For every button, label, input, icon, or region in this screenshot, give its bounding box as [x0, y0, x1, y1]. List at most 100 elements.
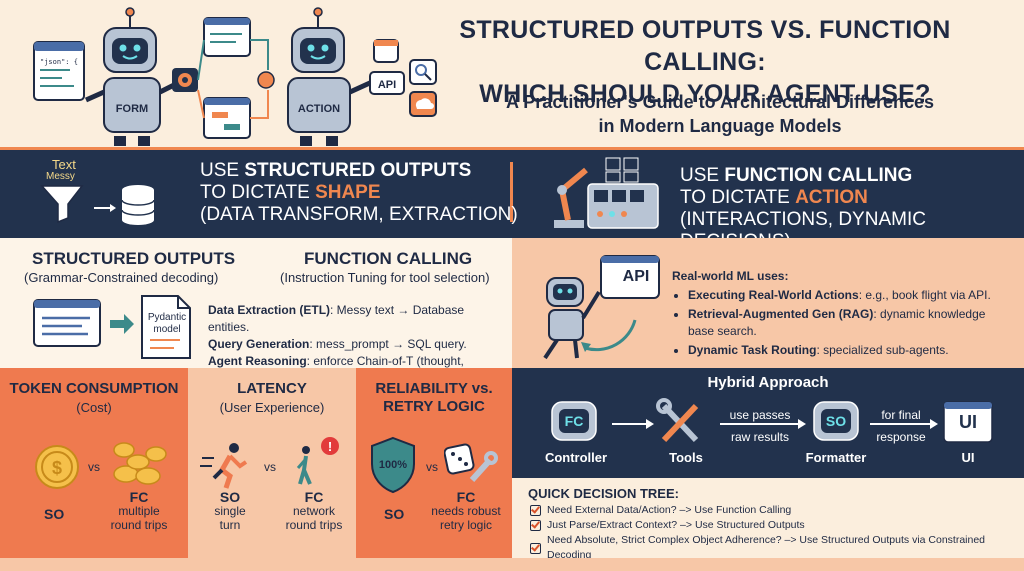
token-title: TOKEN CONSUMPTION [9, 380, 179, 397]
latency-subtitle: (User Experience) [219, 400, 325, 415]
header [0, 0, 1024, 150]
controller-label: Controller [544, 450, 608, 465]
decision-tree-rows: Need External Data/Action? –> Use Functi… [530, 503, 1020, 563]
reliability-fc-label: FC needs robust retry logic [431, 489, 501, 532]
decision-tree-title: QUICK DECISION TREE: [528, 486, 679, 501]
flow-window-top-icon [203, 17, 251, 57]
code-window-icon [33, 41, 85, 101]
fc-section [512, 238, 1024, 368]
checkbox-icon [530, 542, 541, 554]
so-items-list: Data Extraction (ETL): Messy text → Data… [208, 302, 508, 387]
pydantic-label-1: Pydantic [147, 312, 187, 323]
band-left-bold1: STRUCTURED OUTPUTS [244, 160, 472, 181]
subtitle-line-2: in Modern Language Models [598, 116, 842, 136]
band-divider [510, 162, 513, 222]
so-item-1: Data Extraction (ETL): Messy text → Data… [208, 303, 465, 334]
ui-icon-text: UI [959, 412, 977, 432]
band-right-accent: ACTION [795, 187, 868, 208]
band-right-pre1: USE [680, 165, 725, 186]
reliability-vs: vs [426, 460, 438, 474]
funnel-to-database-icon [40, 185, 155, 225]
decision-tree-panel [512, 478, 1024, 558]
gear-icon [257, 71, 275, 89]
fc-uses-list: Executing Real-World Actions: e.g., book… [672, 287, 1012, 359]
band-left-text: USE STRUCTURED OUTPUTS TO DICTATE SHAPE … [200, 160, 518, 226]
subtitle-line-1: A Practitioner's Guide to Architectural … [505, 92, 935, 112]
robot-form-label: FORM [116, 103, 148, 115]
latency-so-label: SO single turn [214, 489, 246, 532]
svg-text:!: ! [328, 439, 332, 454]
reliability-title-1: RELIABILITY vs. [375, 380, 493, 397]
robot-action-icon [287, 7, 374, 146]
funnel-messy-label: Messy [46, 171, 75, 182]
footer-strip [0, 558, 1024, 571]
band-top-stripe [0, 147, 1024, 150]
search-icon [409, 59, 437, 85]
walker-alert-icon: ! [296, 437, 339, 485]
coin-icon: $ [35, 445, 79, 489]
page-subtitle: A Practitioner's Guide to Architectural … [460, 90, 980, 138]
band-left-pre1: USE [200, 160, 245, 181]
robot-arm-panel-icon [554, 157, 659, 229]
page-title: STRUCTURED OUTPUTS VS. FUNCTION CALLING:… [395, 14, 1015, 110]
robot-api-icon [543, 255, 660, 360]
json-snippet: "json": { [40, 58, 78, 66]
decision-row-1: Need External Data/Action? –> Use Functi… [530, 503, 1020, 518]
token-subtitle: (Cost) [76, 400, 112, 415]
so-item-2: Query Generation: mess_prompt → SQL quer… [208, 337, 467, 351]
reliability-title-2: RETRY LOGIC [383, 398, 485, 415]
ui-window-icon [943, 401, 993, 443]
pydantic-label: Pydantic model [142, 312, 192, 336]
latency-title: LATENCY [237, 380, 307, 397]
formatter-label: Formatter [805, 450, 867, 465]
code-to-pydantic-icon [33, 295, 191, 359]
token-vs: vs [88, 460, 100, 474]
robot-api-label: API [622, 268, 650, 285]
band-left-line3: (DATA TRANSFORM, EXTRACTION) [200, 204, 518, 225]
shield-text: 100% [378, 459, 408, 471]
so-title: STRUCTURED OUTPUTS [32, 249, 236, 268]
fc-uses-title: Real-world ML uses: [672, 269, 789, 283]
pydantic-label-2: model [153, 324, 181, 335]
api-label: API [378, 79, 396, 91]
svg-text:$: $ [52, 458, 62, 478]
controller-icon-text: FC [564, 413, 584, 429]
reliability-so-label: SO [384, 506, 405, 522]
ui-label: UI [961, 450, 975, 465]
coins-pile-icon [113, 442, 167, 485]
edge1-label: use passes raw results [729, 408, 791, 444]
band-right-bold1: FUNCTION CALLING [724, 165, 913, 186]
gear-icon [172, 68, 198, 92]
fc-subtitle: (Instruction Tuning for tool selection) [280, 270, 490, 285]
so-subtitle: (Grammar-Constrained decoding) [24, 270, 219, 285]
band-left-accent: SHAPE [315, 182, 381, 203]
tools-icon [656, 398, 699, 443]
band-right-pre2: TO DICTATE [680, 187, 796, 208]
robot-action-label: ACTION [298, 103, 340, 115]
runner-icon [200, 443, 248, 489]
calendar-icon [373, 39, 399, 63]
edge2-label: for final response [876, 408, 926, 444]
formatter-icon-text: SO [825, 413, 847, 429]
band-left-pre2: TO DICTATE [200, 182, 316, 203]
fc-uses: Real-world ML uses: Executing Real-World… [672, 268, 1012, 361]
formatter-icon [813, 401, 859, 441]
robot-form-icon [84, 7, 178, 146]
hybrid-title: Hybrid Approach [707, 374, 829, 391]
fc-use-3: Dynamic Task Routing: specialized sub-ag… [688, 342, 1012, 359]
latency-fc-label: FC network round trips [285, 489, 343, 532]
funnel-text-label: Text [52, 157, 76, 172]
compare-token [0, 368, 188, 558]
flow-window-bottom-icon [203, 97, 251, 139]
checkbox-icon [530, 520, 541, 531]
fc-use-2: Retrieval-Augmented Gen (RAG): dynamic k… [688, 306, 1012, 340]
token-fc-label: FC multiple round trips [110, 489, 168, 532]
api-box-icon [369, 71, 405, 95]
title-line-1: STRUCTURED OUTPUTS VS. FUNCTION CALLING: [459, 16, 951, 76]
token-so-label: SO [44, 506, 65, 522]
compare-latency [188, 368, 356, 558]
shield-icon [371, 436, 415, 494]
checkbox-icon [530, 505, 541, 516]
decision-row-2: Just Parse/Extract Context? –> Use Struc… [530, 518, 1020, 533]
controller-icon [551, 401, 597, 441]
